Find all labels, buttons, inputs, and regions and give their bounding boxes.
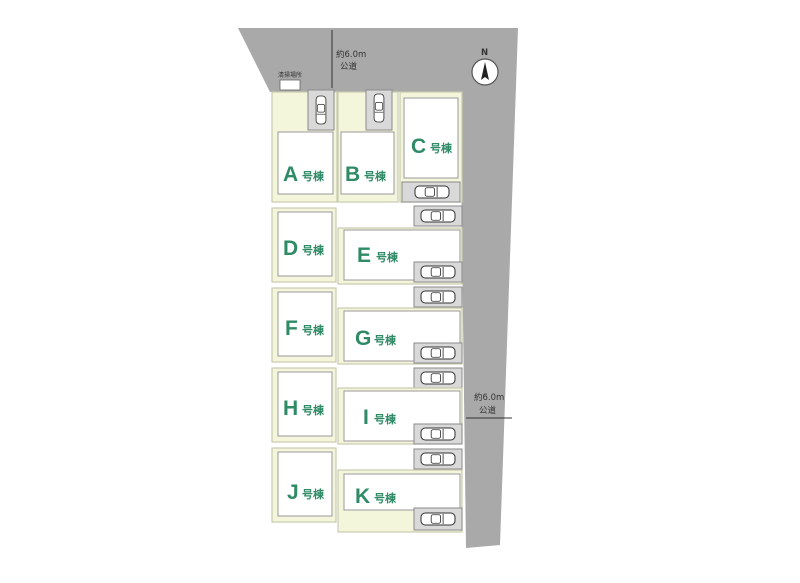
svg-text:C: C (411, 135, 426, 158)
house-label-f: F 号棟 (285, 317, 325, 340)
svg-text:号棟: 号棟 (430, 141, 453, 155)
svg-text:号棟: 号棟 (376, 250, 399, 264)
svg-text:号棟: 号棟 (302, 169, 325, 183)
svg-text:G: G (355, 327, 371, 350)
north-road-label: 約6.0m 公道 (331, 30, 366, 88)
svg-text:A: A (283, 163, 298, 186)
svg-text:F: F (285, 317, 298, 340)
svg-text:I: I (363, 406, 369, 429)
house-label-h: H 号棟 (283, 397, 325, 420)
svg-text:清掃場所: 清掃場所 (278, 71, 302, 79)
svg-text:K: K (355, 485, 370, 508)
north-road-type: 公道 (340, 61, 358, 72)
svg-text:号棟: 号棟 (374, 333, 397, 347)
east-road-width: 約6.0m (474, 392, 504, 403)
north-arrow-icon: N (471, 48, 499, 86)
house-label-i: I 号棟 (363, 406, 397, 429)
east-road-type: 公道 (479, 405, 497, 416)
compass-label: N (481, 48, 488, 58)
north-road-width: 約6.0m (336, 49, 366, 60)
svg-text:J: J (287, 481, 299, 504)
svg-text:号棟: 号棟 (302, 323, 325, 337)
house-label-d: D 号棟 (283, 237, 325, 260)
house-label-b: B 号棟 (345, 163, 387, 186)
east-road-label: 約6.0m 公道 (466, 392, 512, 419)
svg-text:B: B (345, 163, 360, 186)
house-label-k: K 号棟 (355, 485, 397, 508)
svg-text:号棟: 号棟 (364, 169, 387, 183)
svg-text:D: D (283, 237, 298, 260)
svg-text:号棟: 号棟 (374, 491, 397, 505)
collection-point: 清掃場所 (278, 71, 302, 91)
svg-text:E: E (357, 244, 371, 267)
svg-text:号棟: 号棟 (302, 403, 325, 417)
svg-text:号棟: 号棟 (302, 243, 325, 257)
svg-text:H: H (283, 397, 298, 420)
svg-text:号棟: 号棟 (374, 412, 397, 426)
house-label-c: C 号棟 (411, 135, 453, 158)
house-label-e: E 号棟 (357, 244, 399, 267)
svg-text:号棟: 号棟 (302, 487, 325, 501)
house-label-a: A 号棟 (283, 163, 325, 186)
